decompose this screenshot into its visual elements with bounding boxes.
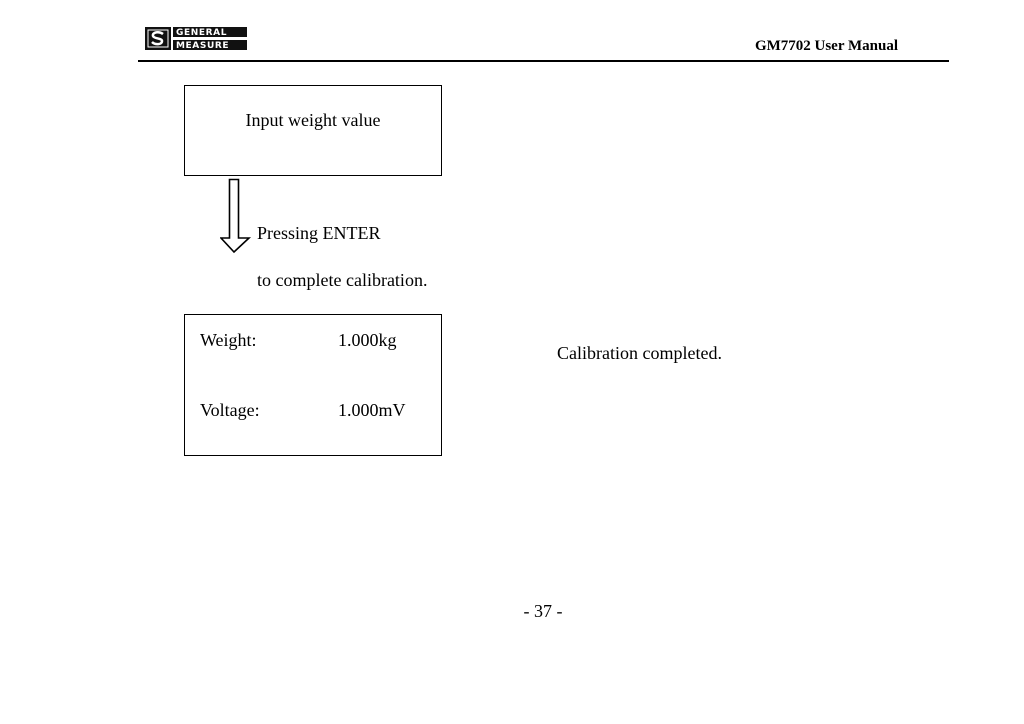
weight-label: Weight: bbox=[200, 330, 257, 350]
header-divider bbox=[138, 60, 949, 62]
company-logo: GENERAL MEASURE bbox=[145, 27, 247, 50]
calibration-result-box: Weight: 1.000kg Voltage: 1.000mV bbox=[184, 314, 442, 456]
page-number: - 37 - bbox=[523, 601, 563, 621]
document-title: GM7702 User Manual bbox=[754, 38, 898, 54]
input-weight-label: Input weight value bbox=[245, 110, 381, 130]
logo-line-measure: MEASURE bbox=[173, 40, 247, 50]
down-arrow-icon bbox=[220, 178, 252, 254]
step-instruction-line2: to complete calibration. bbox=[257, 270, 428, 290]
voltage-value: 1.000mV bbox=[338, 400, 406, 420]
calibration-status-text: Calibration completed. bbox=[557, 343, 722, 363]
input-weight-display-box: Input weight value bbox=[184, 85, 442, 176]
logo-emblem-icon bbox=[145, 27, 171, 50]
step-instruction-line1: Pressing ENTER bbox=[257, 223, 381, 243]
logo-wordmark: GENERAL MEASURE bbox=[173, 27, 247, 50]
voltage-label: Voltage: bbox=[200, 400, 260, 420]
logo-line-general: GENERAL bbox=[173, 27, 247, 37]
weight-value: 1.000kg bbox=[338, 330, 397, 350]
